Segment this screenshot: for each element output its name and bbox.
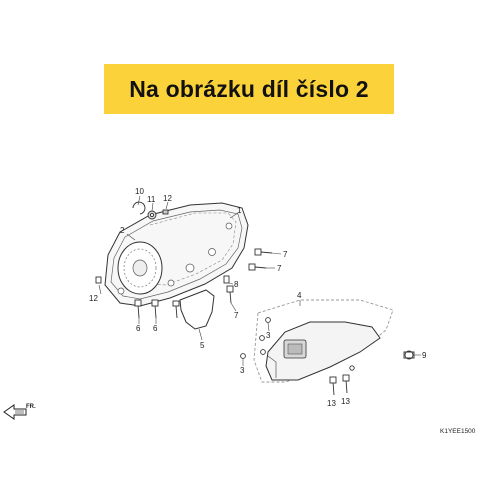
gasket-5: [179, 289, 215, 330]
label-7-b: 7: [277, 264, 282, 273]
label-13-a: 13: [327, 399, 336, 408]
label-7-c: 7: [234, 311, 239, 320]
diagram-code: K1YEE1500: [440, 428, 476, 435]
label-13-b: 13: [341, 397, 350, 406]
label-10: 10: [135, 187, 144, 196]
part-labels: 10 11 12 1 2 7 7 8 12 6 6 7 5 4 3 3 9 13…: [89, 187, 427, 408]
bolts-6: [134, 299, 159, 319]
leader-lines: [98, 195, 421, 366]
dowel-12-left: [95, 276, 102, 284]
label-12-top: 12: [163, 194, 172, 203]
label-3-b: 3: [240, 366, 245, 375]
label-4: 4: [297, 291, 302, 300]
label-7-a: 7: [283, 250, 288, 259]
label-8: 8: [234, 280, 239, 289]
label-6-b: 6: [153, 324, 158, 333]
label-12-left: 12: [89, 294, 98, 303]
banner: Na obrázku díl číslo 2: [104, 64, 394, 114]
banner-text: Na obrázku díl číslo 2: [129, 75, 369, 102]
dowel-8: [223, 275, 230, 284]
front-label: FR.: [26, 404, 36, 410]
label-2: 2: [120, 226, 125, 235]
label-3-a: 3: [266, 331, 271, 340]
label-9: 9: [422, 351, 427, 360]
small-parts-top: [132, 201, 169, 220]
front-direction-arrow: FR.: [3, 404, 36, 420]
label-1: 1: [237, 206, 242, 215]
screws: [240, 317, 415, 396]
label-11: 11: [147, 195, 156, 204]
air-guide-cover-4: [253, 299, 394, 383]
label-5: 5: [200, 341, 205, 350]
bolts-7: [226, 248, 273, 304]
label-6-a: 6: [136, 324, 141, 333]
left-crankcase-cover: [104, 202, 249, 307]
